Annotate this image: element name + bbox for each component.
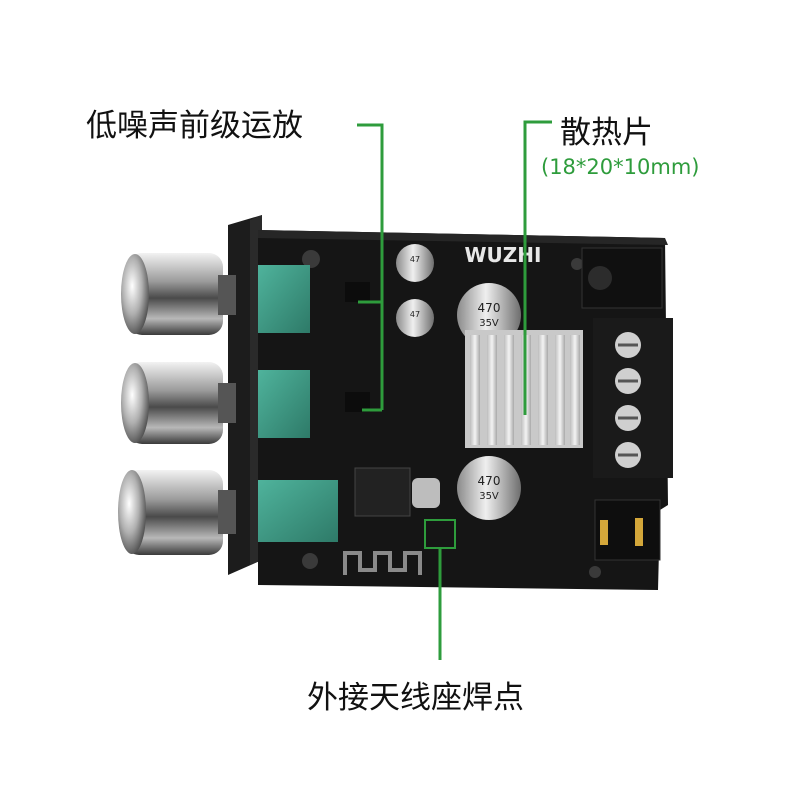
brand-silkscreen: WUZHI [465, 243, 542, 267]
mounting-hole [571, 258, 583, 270]
svg-text:35V: 35V [479, 491, 499, 502]
potentiometer-icon [258, 265, 338, 542]
chip-icon [345, 282, 440, 517]
svg-text:470: 470 [478, 301, 501, 315]
volume-knob-icon [121, 253, 236, 335]
mounting-hole [302, 250, 320, 268]
callout-heatsink-size: (18*20*10mm) [541, 155, 700, 179]
svg-text:470: 470 [478, 474, 501, 488]
bass-knob-icon [118, 470, 236, 555]
callout-preamp-label: 低噪声前级运放 [86, 108, 303, 144]
callout-lines [357, 120, 552, 660]
dc-jack-icon [581, 247, 663, 309]
terminal-block-icon [593, 318, 673, 478]
treble-knob-icon [121, 362, 236, 444]
audio-jack-icon [594, 499, 661, 561]
mounting-hole [302, 553, 318, 569]
svg-text:35V: 35V [479, 318, 499, 329]
callout-heatsink-label: 散热片 [560, 115, 653, 151]
callout-antenna-label: 外接天线座焊点 [307, 680, 524, 716]
svg-text:47: 47 [410, 255, 420, 264]
capacitor-icon: 47 47 [396, 244, 434, 337]
svg-text:47: 47 [410, 310, 420, 319]
mounting-hole [589, 566, 601, 578]
